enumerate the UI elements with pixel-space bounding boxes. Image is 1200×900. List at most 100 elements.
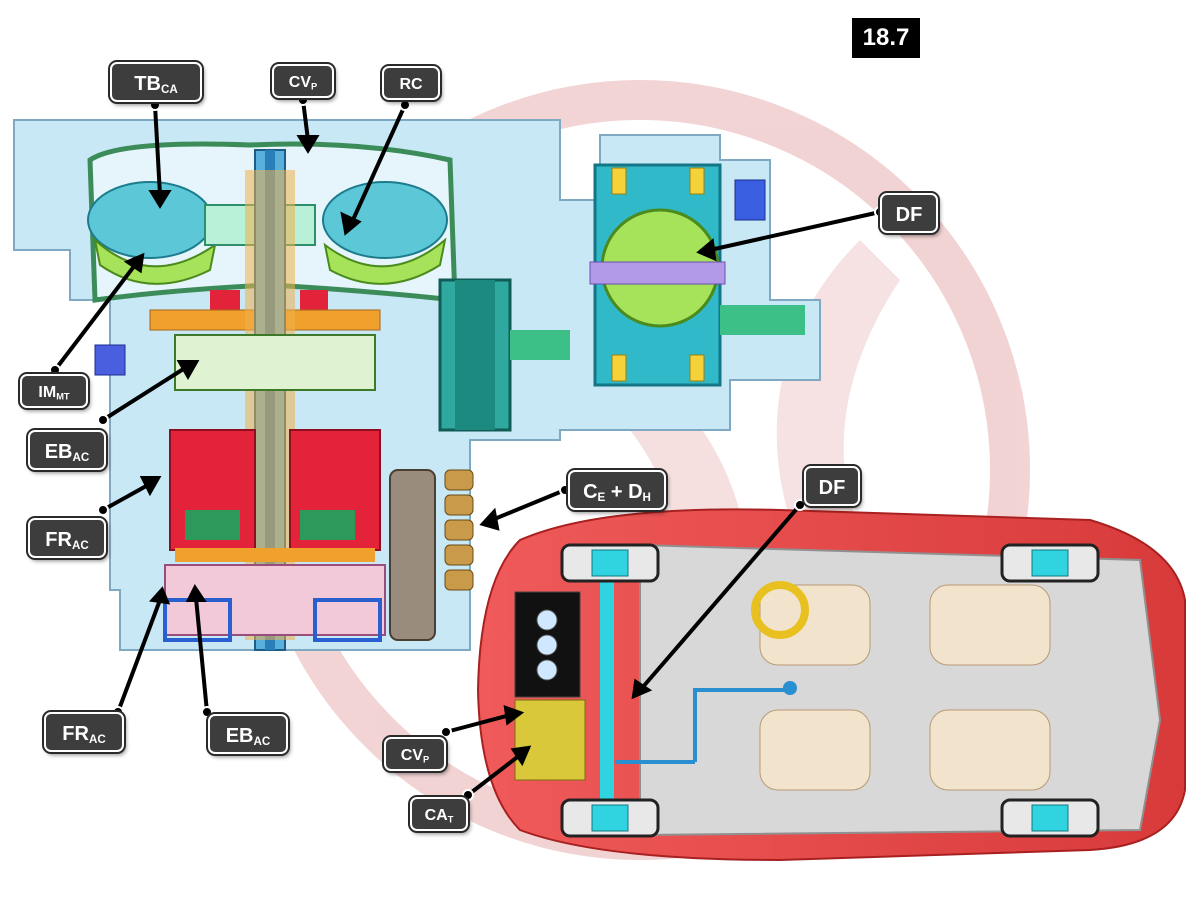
leader-ce-dh: [491, 488, 566, 522]
label-eb-ac-lower-main: EB: [225, 725, 254, 747]
valve-body: [389, 469, 436, 641]
bearing-1: [611, 167, 627, 195]
axle-right: [720, 305, 805, 335]
label-cv-p-top: CVP: [272, 64, 334, 98]
solenoid-stack: [444, 469, 474, 591]
label-tb-ca: TBCA: [110, 62, 202, 102]
label-fr-ac-upper-main: FR: [45, 529, 72, 551]
speed-sensor: [734, 179, 766, 221]
leader-im-mt: [53, 263, 137, 372]
label-im-mt-main: IM: [38, 384, 57, 401]
leader-eb-ac-lower: [194, 597, 209, 713]
front-axle: [600, 570, 614, 810]
label-df-car-main: DF: [818, 477, 846, 499]
label-rc: RC: [382, 66, 440, 100]
arrow-tb-ca: [148, 190, 172, 209]
arrow-df-top: [696, 238, 717, 262]
arrow-cv-p-car: [503, 705, 525, 726]
bearing-4: [689, 354, 705, 382]
arrow-im-mt: [123, 252, 145, 274]
arrow-rc: [340, 211, 362, 236]
gear-shift-line: [615, 760, 695, 764]
label-fr-ac-lower-main: FR: [62, 723, 89, 745]
figure-number: 18.7: [852, 18, 920, 58]
label-tb-ca-sub: CA: [160, 82, 178, 96]
label-eb-ac-upper-sub: AC: [72, 450, 90, 464]
label-cv-p-car-sub: P: [423, 754, 430, 765]
seat-front-left: [759, 584, 871, 666]
label-fr-ac-upper-sub: AC: [71, 538, 89, 552]
label-ce-dh-sub1: E: [597, 490, 606, 504]
gear-plate-lower: [175, 548, 375, 562]
differential-pin: [589, 261, 726, 285]
label-fr-ac-lower-sub: AC: [88, 732, 106, 746]
seat-rear-left: [929, 584, 1051, 666]
turbine-left: [87, 181, 213, 259]
label-rc-main: RC: [399, 76, 423, 93]
leader-df-top: [709, 210, 881, 252]
bearing-3: [611, 354, 627, 382]
turbine-right: [322, 181, 448, 259]
shift-cable: [693, 688, 790, 762]
label-cv-p-car-main: CV: [400, 747, 424, 764]
leader-fr-ac-upper: [102, 483, 149, 512]
label-im-mt: IMMT: [20, 374, 88, 408]
arrow-ca-t: [510, 745, 532, 767]
label-ce-dh-sub2: H: [642, 490, 651, 504]
leader-ca-t: [466, 753, 522, 797]
leader-fr-ac-lower: [116, 599, 162, 713]
leader-cv-p-top: [301, 99, 310, 141]
arrow-eb-ac-lower: [185, 584, 207, 602]
arrow-eb-ac-upper: [176, 360, 200, 381]
label-cv-p-car: CVP: [384, 737, 446, 771]
sensor-left: [94, 344, 126, 376]
label-df-top-main: DF: [895, 204, 923, 226]
label-im-mt-sub: MT: [56, 391, 70, 402]
lower-blue-housing-right: [313, 598, 382, 642]
bearing-2: [689, 167, 705, 195]
label-ce-dh-main1: C: [583, 481, 598, 503]
label-fr-ac-lower: FRAC: [44, 712, 124, 752]
arrow-df-car: [631, 678, 653, 700]
label-eb-ac-lower-sub: AC: [253, 734, 271, 748]
impeller-right: [323, 237, 447, 285]
wheel-rear-left: [1000, 543, 1100, 583]
leader-rc: [350, 104, 407, 223]
label-ca-t: CAT: [410, 797, 468, 831]
transmission-cross-section: [13, 119, 821, 651]
label-cv-p-top-main: CV: [288, 74, 312, 91]
engine-cylinders: [536, 609, 558, 681]
label-eb-ac-lower: EBAC: [208, 714, 288, 754]
car-top-view: [476, 508, 1186, 862]
arrow-ce-dh: [479, 507, 500, 531]
carrier-left: [185, 510, 240, 540]
seat-front-right: [759, 709, 871, 791]
seat-rear-right: [929, 709, 1051, 791]
label-eb-ac-upper-main: EB: [44, 441, 73, 463]
carrier-right: [300, 510, 355, 540]
leader-lines: [53, 99, 881, 797]
label-fr-ac-upper: FRAC: [28, 518, 106, 558]
steering-wheel: [751, 581, 809, 639]
label-ca-t-sub: T: [447, 814, 454, 825]
label-tb-ca-main: TB: [134, 73, 161, 95]
leader-df-car: [640, 503, 802, 690]
leader-eb-ac-upper: [101, 366, 187, 422]
label-cv-p-top-sub: P: [311, 81, 318, 92]
car-transmission: [514, 699, 586, 781]
leader-cv-p-car: [445, 713, 511, 734]
label-df-car: DF: [804, 466, 860, 506]
label-df-top: DF: [880, 193, 938, 233]
label-ce-dh-plus: + D: [605, 481, 643, 503]
arrow-fr-ac-upper: [139, 476, 162, 497]
upper-planetary: [174, 334, 376, 391]
arrow-fr-ac-lower: [149, 586, 171, 605]
label-ce-dh: CE + DH: [568, 470, 666, 510]
label-ca-t-main: CA: [424, 807, 448, 824]
wheel-front-left: [560, 543, 660, 583]
wheel-front-right: [560, 798, 660, 838]
leader-tb-ca: [153, 104, 162, 196]
intermediate-shaft: [510, 330, 570, 360]
label-eb-ac-upper: EBAC: [28, 430, 106, 470]
